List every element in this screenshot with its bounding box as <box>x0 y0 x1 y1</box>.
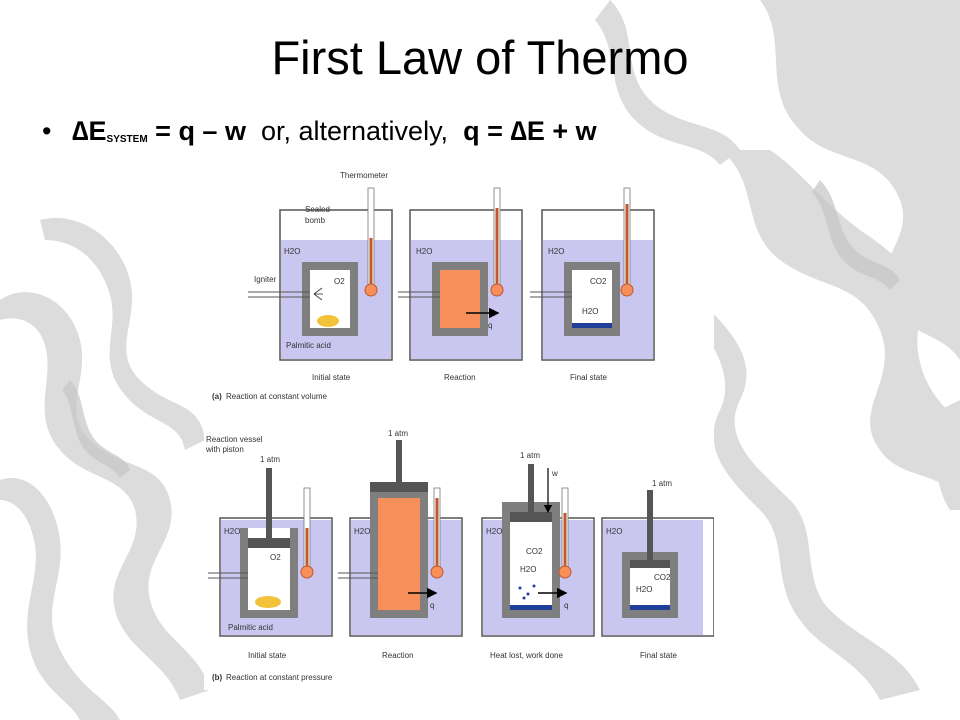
water-label-3: H2O <box>548 247 564 256</box>
delta-symbol-2: ∆ <box>510 116 527 146</box>
calorimetry-figure: Thermometer Sealed bomb Igniter H2O O2 P… <box>204 168 715 690</box>
co2-label-1: CO2 <box>590 277 607 286</box>
igniter-label: Igniter <box>254 275 277 284</box>
co2-label-3: CO2 <box>654 573 671 582</box>
water-product-label-1: H2O <box>582 307 598 316</box>
heat-q-label-2: q <box>430 601 434 610</box>
piston-reaction <box>338 440 463 637</box>
reaction-label-b: Reaction <box>382 651 414 660</box>
bullet-dot: • <box>42 116 52 146</box>
atm-label-3: 1 atm <box>520 451 540 460</box>
caption-b: Reaction at constant pressure <box>226 673 333 682</box>
palmitic-acid-label-2: Palmitic acid <box>228 623 273 632</box>
initial-state-label-b: Initial state <box>248 651 287 660</box>
atm-label-4: 1 atm <box>652 479 672 488</box>
slide-title: First Law of Thermo <box>271 31 689 84</box>
reaction-label-a: Reaction <box>444 373 476 382</box>
oxygen-label-2: O2 <box>270 553 281 562</box>
bomb-label: bomb <box>305 216 326 225</box>
vessel-label-line2: with piston <box>205 445 244 454</box>
caption-a: Reaction at constant volume <box>226 392 327 401</box>
piston-heat-lost-work-done <box>481 464 595 637</box>
equation-one-rest: = q – w <box>147 116 246 146</box>
water-label-7: H2O <box>606 527 622 536</box>
system-subscript: SYSTEM <box>106 134 148 145</box>
first-law-equation: •∆ESYSTEM = q – w or, alternatively, q =… <box>42 116 597 147</box>
co2-label-2: CO2 <box>526 547 543 556</box>
heat-q-label-3: q <box>564 601 568 610</box>
water-label-6: H2O <box>486 527 502 536</box>
water-label-2: H2O <box>416 247 432 256</box>
energy-symbol: E <box>88 116 107 146</box>
thermometer-label: Thermometer <box>340 171 388 180</box>
heat-q-label-1: q <box>488 321 492 330</box>
water-label-4: H2O <box>224 527 240 536</box>
palmitic-acid-label-1: Palmitic acid <box>286 341 331 350</box>
caption-b-letter: (b) <box>212 673 223 682</box>
water-product-label-3: H2O <box>636 585 652 594</box>
work-w-label: w <box>551 469 558 478</box>
equation-two-start: q = <box>463 116 511 146</box>
sealed-label: Sealed <box>305 205 330 214</box>
equation-connector: or, alternatively, <box>245 116 464 146</box>
atm-label-2: 1 atm <box>388 429 408 438</box>
water-label-5: H2O <box>354 527 370 536</box>
vessel-label-line1: Reaction vessel <box>206 435 263 444</box>
water-product-label-2: H2O <box>520 565 536 574</box>
atm-label-1: 1 atm <box>260 455 280 464</box>
water-label-1: H2O <box>284 247 300 256</box>
piston-final-state <box>601 490 715 637</box>
oxygen-label-1: O2 <box>334 277 345 286</box>
final-state-label-a: Final state <box>570 373 607 382</box>
piston-initial-state <box>208 468 333 637</box>
bomb-final-state <box>530 187 655 361</box>
bomb-reaction <box>398 187 523 361</box>
heat-lost-work-done-label: Heat lost, work done <box>490 651 563 660</box>
delta-symbol: ∆ <box>72 116 89 146</box>
initial-state-label-a: Initial state <box>312 373 351 382</box>
caption-a-letter: (a) <box>212 392 222 401</box>
final-state-label-b: Final state <box>640 651 677 660</box>
bomb-initial-state <box>248 187 393 361</box>
calorimetry-diagram: Thermometer Sealed bomb Igniter H2O O2 P… <box>205 171 715 682</box>
equation-two-rest: E + w <box>526 116 597 146</box>
